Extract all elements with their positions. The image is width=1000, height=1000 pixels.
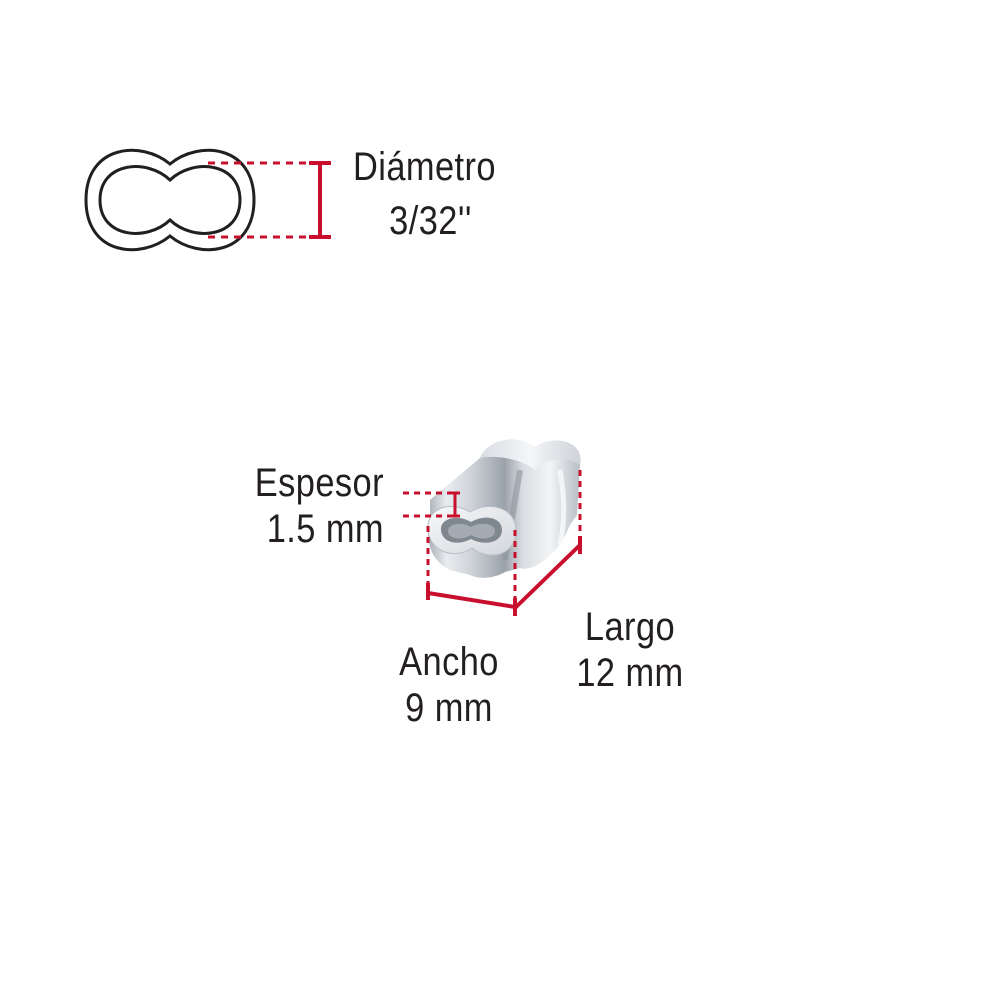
- thickness-dimension: [403, 491, 460, 518]
- width-value: 9 mm: [405, 686, 493, 730]
- diameter-title: Diámetro: [353, 145, 496, 189]
- aluminum-sleeve-icon: [427, 439, 581, 578]
- width-label: Ancho 9 mm: [384, 639, 515, 731]
- length-dimension: [513, 470, 582, 610]
- width-title: Ancho: [399, 640, 499, 684]
- length-label: Largo 12 mm: [559, 604, 700, 696]
- figure-eight-sleeve-icon: [84, 148, 256, 252]
- length-value: 12 mm: [576, 651, 684, 695]
- diameter-value: 3/32'': [389, 199, 472, 243]
- length-title: Largo: [584, 605, 676, 649]
- diameter-value-label: 3/32'': [364, 198, 497, 244]
- thickness-label: Espesor 1.5 mm: [250, 460, 384, 552]
- diameter-dimension: [208, 161, 331, 239]
- diameter-label: Diámetro: [353, 144, 496, 190]
- thickness-value: 1.5 mm: [266, 507, 384, 551]
- thickness-title: Espesor: [254, 461, 384, 505]
